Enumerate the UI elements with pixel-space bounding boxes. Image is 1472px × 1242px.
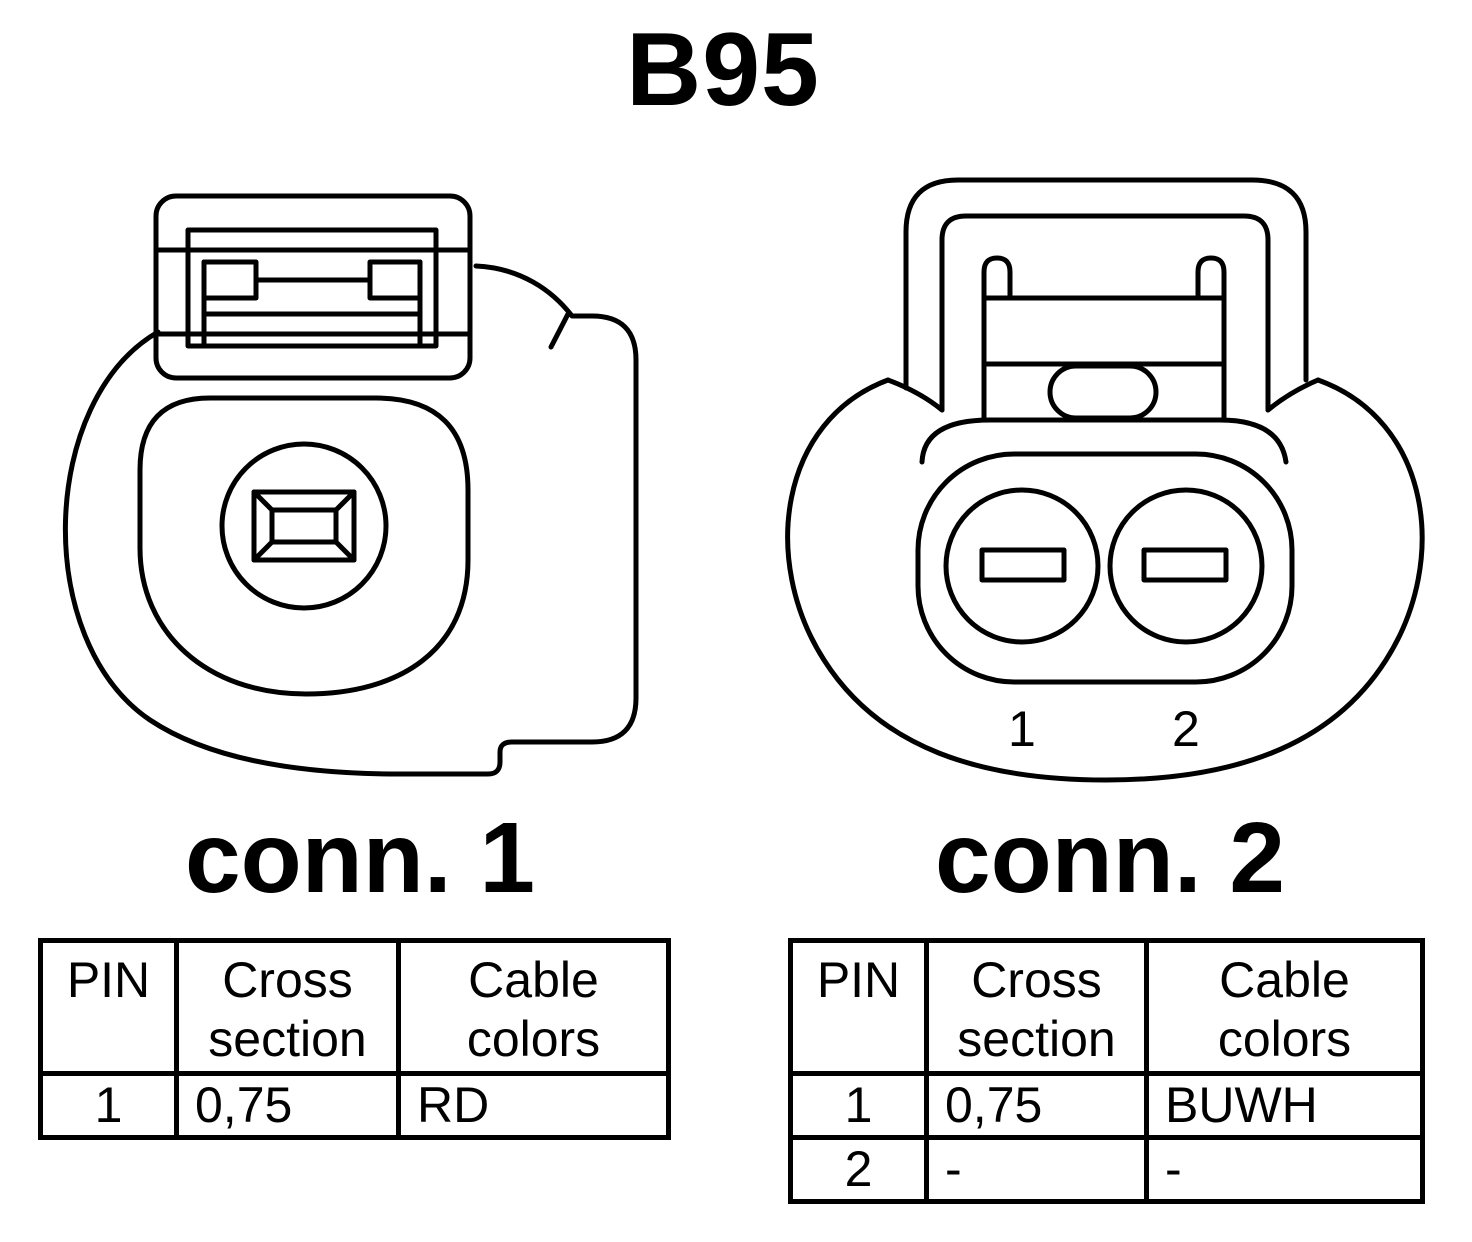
connector-1-pin-ring bbox=[219, 441, 389, 611]
connector-2-latch-outer bbox=[903, 177, 1309, 391]
header-pin: PIN bbox=[788, 938, 929, 1076]
cell-pin: 1 bbox=[38, 1071, 179, 1140]
cell-cable-colors: RD bbox=[396, 1071, 671, 1140]
connector-2-housing-outline bbox=[785, 377, 1425, 783]
diagram-title: B95 bbox=[626, 12, 820, 128]
connector-2-label: conn. 2 bbox=[934, 802, 1286, 914]
connector-2-pin-2-ring bbox=[1107, 487, 1265, 645]
connector-2-pin-2-terminal bbox=[1141, 547, 1229, 583]
connector-1-notch bbox=[548, 311, 571, 350]
header-pin: PIN bbox=[38, 938, 179, 1076]
connector-2-socket-frame bbox=[915, 451, 1295, 685]
connector-2-latch-slot bbox=[1047, 363, 1159, 421]
connector-1-latch bbox=[153, 193, 473, 381]
table-row: 2 - - bbox=[788, 1135, 1425, 1204]
cell-cross-section: 0,75 bbox=[924, 1071, 1149, 1140]
connector-2-pin-1-ring bbox=[943, 487, 1101, 645]
cell-cross-section: 0,75 bbox=[174, 1071, 401, 1140]
connector-2-latch-inner bbox=[939, 213, 1271, 413]
connector-1-terminal bbox=[251, 489, 357, 563]
connector-2-face-outline bbox=[919, 417, 1289, 465]
connector-2-pin-1-terminal bbox=[979, 547, 1067, 583]
cell-pin: 1 bbox=[788, 1071, 929, 1140]
connector-2-drawing bbox=[785, 177, 1425, 783]
cell-pin: 2 bbox=[788, 1135, 929, 1204]
cell-cross-section: - bbox=[924, 1135, 1149, 1204]
connector-1-drawing bbox=[62, 193, 639, 777]
cell-cable-colors: - bbox=[1144, 1135, 1425, 1204]
table-row: 1 0,75 BUWH bbox=[788, 1071, 1425, 1140]
connector-1-face-outline bbox=[137, 395, 471, 697]
table-row: 1 0,75 RD bbox=[38, 1071, 671, 1140]
connector-1-label: conn. 1 bbox=[184, 802, 536, 914]
connector-1-housing-outline bbox=[62, 263, 639, 777]
connector-2-pin-label-2: 2 bbox=[1172, 701, 1200, 757]
cell-cable-colors: BUWH bbox=[1144, 1071, 1425, 1140]
connector-2-pin-label-1: 1 bbox=[1008, 701, 1036, 757]
